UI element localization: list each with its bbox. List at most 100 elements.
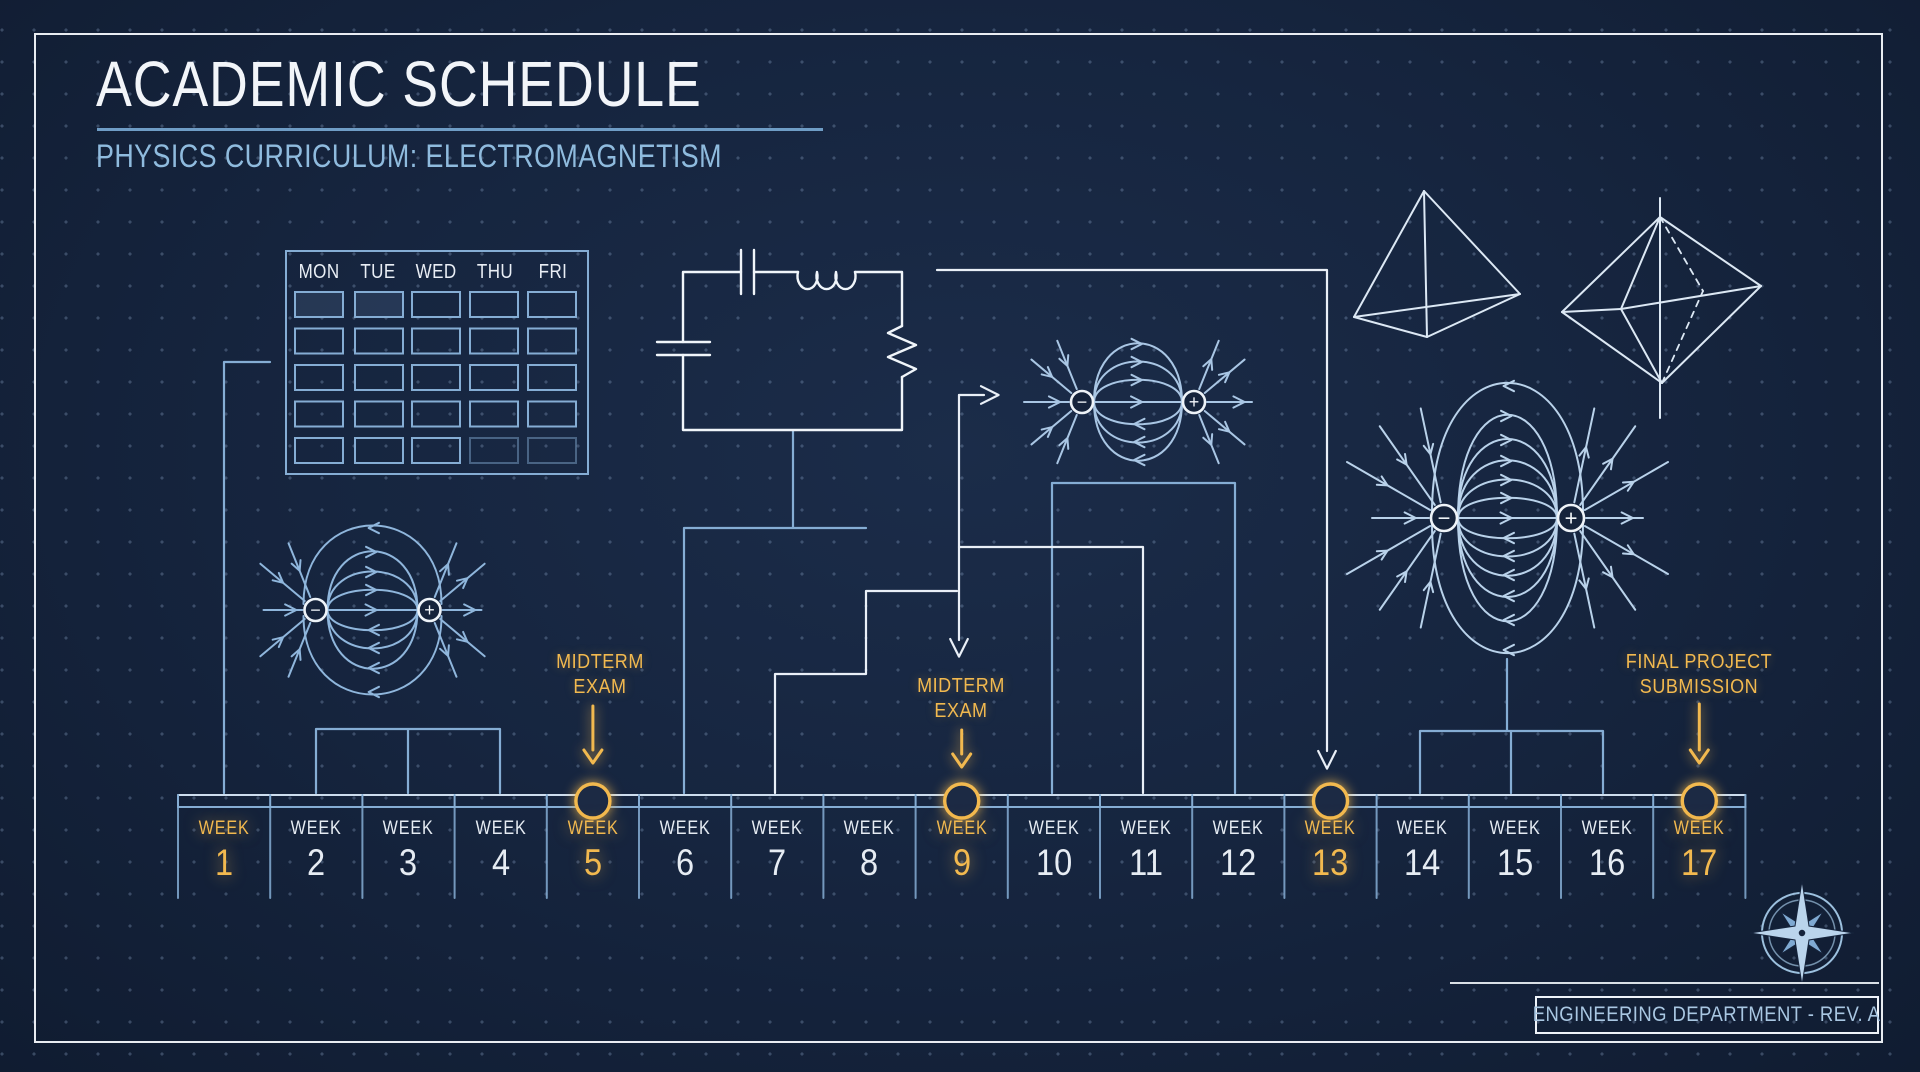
positive-charge: [1181, 389, 1207, 415]
midterm-exam-label-week9: MIDTERM EXAM: [917, 675, 1005, 722]
negative-charge: [303, 597, 328, 623]
page-title: ACADEMIC SCHEDULE: [96, 52, 817, 116]
week-number: 12: [1220, 842, 1257, 883]
week-number: 7: [768, 842, 787, 883]
calendar-cell: [469, 291, 519, 318]
compass-rose-icon: [1749, 880, 1855, 986]
calendar-cell: [527, 291, 577, 318]
positive-charge-symbol: +: [1565, 505, 1578, 530]
calendar-cell: [354, 327, 404, 355]
calendar-cell: [527, 364, 577, 391]
calendar-cell: [469, 327, 519, 355]
calendar-cell: [411, 364, 461, 391]
page-subtitle-text: PHYSICS CURRICULUM: ELECTROMAGNETISM: [96, 138, 722, 174]
negative-charge-symbol: −: [1077, 392, 1088, 412]
negative-charge: [1069, 389, 1095, 415]
week-number: 15: [1496, 842, 1533, 883]
calendar-cell: [294, 400, 344, 428]
week-cell-16: WEEK 16: [1561, 818, 1653, 884]
revision-label: ENGINEERING DEPARTMENT - REV. A: [1533, 1003, 1881, 1026]
week-label: WEEK: [382, 818, 434, 839]
milestone-circle-week-17: [1680, 782, 1719, 820]
week-cell-1: WEEK 1: [178, 818, 270, 884]
calendar-day-headers: MON TUE WED THU FRI: [295, 261, 577, 284]
dipole-field-middle: −+: [1023, 337, 1253, 467]
calendar-cell: [411, 437, 461, 464]
positive-charge: [417, 597, 442, 623]
page-title-text: ACADEMIC SCHEDULE: [96, 48, 702, 120]
week-number: 11: [1129, 842, 1163, 883]
week-label: WEEK: [1397, 818, 1449, 839]
calendar-cell: [354, 291, 404, 318]
week-label: WEEK: [1212, 818, 1264, 839]
weekly-calendar-grid: [285, 250, 589, 475]
week-number: 16: [1588, 842, 1626, 883]
milestone-circle-week-9: [943, 782, 981, 820]
dipole-field-left: −+: [259, 521, 486, 699]
tetrahedron-wireframe: [1353, 190, 1521, 338]
week-cell-4: WEEK 4: [455, 818, 547, 884]
milestone-circle-week-5: [574, 782, 612, 820]
title-underline: [97, 128, 823, 131]
week-cell-12: WEEK 12: [1192, 818, 1284, 884]
week-label: WEEK: [659, 818, 711, 839]
calendar-day: TUE: [359, 261, 396, 283]
calendar-cell: [294, 364, 344, 391]
week-label: WEEK: [843, 818, 895, 839]
rlc-circuit-diagram: [655, 248, 918, 432]
calendar-day: FRI: [538, 261, 568, 283]
week-label: WEEK: [1120, 818, 1172, 839]
midterm-exam-label-week5: MIDTERM EXAM: [556, 651, 644, 698]
week-number: 14: [1404, 842, 1441, 883]
positive-charge-symbol: +: [424, 600, 435, 620]
page-subtitle: PHYSICS CURRICULUM: ELECTROMAGNETISM: [96, 136, 841, 176]
calendar-cell: [469, 364, 519, 391]
week-label: WEEK: [198, 818, 250, 839]
calendar-cell: [469, 400, 519, 428]
week-number: 4: [491, 842, 510, 883]
calendar-cell: [527, 437, 577, 464]
week-label: WEEK: [475, 818, 527, 839]
calendar-cell: [294, 327, 344, 355]
week-label: WEEK: [1489, 818, 1541, 839]
title-block-rule: [1450, 982, 1879, 984]
week-number: 1: [215, 842, 234, 883]
week-number: 2: [307, 842, 326, 883]
week-cell-2: WEEK 2: [270, 818, 362, 884]
negative-charge-symbol: −: [1438, 505, 1451, 530]
calendar-cell: [294, 291, 344, 318]
milestone-circle-week-13: [1311, 782, 1350, 820]
week-label: WEEK: [290, 818, 342, 839]
connector-lines-blue: [222, 360, 1605, 795]
calendar-cell: [469, 437, 519, 464]
calendar-cell: [411, 291, 461, 318]
positive-charge: [1556, 503, 1586, 533]
dipole-field-right: −+: [1346, 379, 1669, 657]
week-number: 10: [1035, 842, 1072, 883]
week-label: WEEK: [1304, 818, 1356, 839]
week-label: WEEK: [751, 818, 803, 839]
calendar-cell: [527, 327, 577, 355]
milestone-circles: [574, 782, 1719, 820]
positive-charge-symbol: +: [1189, 392, 1200, 412]
week-number: 5: [583, 842, 602, 883]
week-label: WEEK: [936, 818, 988, 839]
week-cell-11: WEEK 11: [1100, 818, 1192, 884]
negative-charge-symbol: −: [310, 600, 321, 620]
calendar-cell: [411, 400, 461, 428]
week-label: WEEK: [1581, 818, 1633, 839]
milestone-arrows: [582, 702, 1710, 769]
calendar-cell: [354, 400, 404, 428]
week-number: 17: [1680, 842, 1718, 883]
